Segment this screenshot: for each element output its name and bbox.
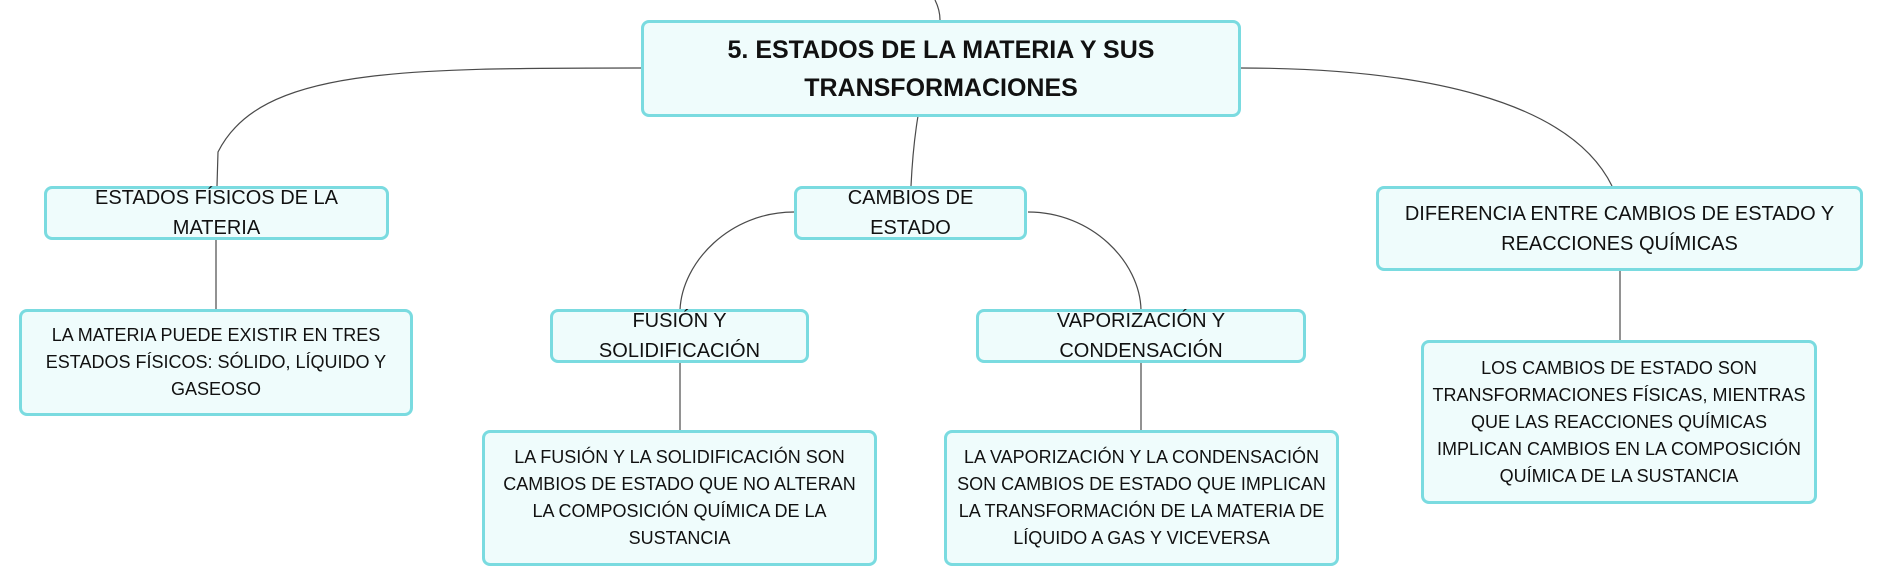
topic-states-label: ESTADOS FÍSICOS DE LA MATERIA — [94, 187, 339, 239]
sub-vaporization-label: VAPORIZACIÓN Y CONDENSACIÓN — [1056, 310, 1226, 362]
connector-root-to-changes — [910, 115, 919, 187]
sub-fusion-node[interactable]: FUSIÓN Y SOLIDIFICACIÓN — [550, 309, 809, 363]
detail-difference-text: LOS CAMBIOS DE ESTADO SON TRANSFORMACION… — [1432, 357, 1806, 486]
connector-root-to-states — [216, 67, 643, 187]
connector-changes-to-fusion — [679, 211, 795, 311]
detail-states-text: LA MATERIA PUEDE EXISTIR EN TRES ESTADOS… — [45, 325, 387, 399]
detail-difference-node[interactable]: LOS CAMBIOS DE ESTADO SON TRANSFORMACION… — [1421, 340, 1817, 504]
connector-to-parent-offscreen — [934, 0, 941, 21]
detail-vaporization-node[interactable]: LA VAPORIZACIÓN Y LA CONDENSACIÓN SON CA… — [944, 430, 1339, 566]
root-node[interactable]: 5. ESTADOS DE LA MATERIA Y SUS TRANSFORM… — [641, 20, 1241, 117]
topic-difference-label: DIFERENCIA ENTRE CAMBIOS DE ESTADO Y REA… — [1404, 202, 1835, 255]
detail-fusion-node[interactable]: LA FUSIÓN Y LA SOLIDIFICACIÓN SON CAMBIO… — [482, 430, 877, 566]
topic-states-node[interactable]: ESTADOS FÍSICOS DE LA MATERIA — [44, 186, 389, 240]
sub-fusion-label: FUSIÓN Y SOLIDIFICACIÓN — [598, 310, 761, 362]
topic-changes-label: CAMBIOS DE ESTADO — [847, 187, 974, 239]
root-node-label: 5. ESTADOS DE LA MATERIA Y SUS TRANSFORM… — [727, 35, 1155, 102]
detail-vaporization-text: LA VAPORIZACIÓN Y LA CONDENSACIÓN SON CA… — [957, 447, 1326, 548]
connector-root-to-difference — [1239, 67, 1613, 187]
topic-changes-node[interactable]: CAMBIOS DE ESTADO — [794, 186, 1027, 240]
sub-vaporization-node[interactable]: VAPORIZACIÓN Y CONDENSACIÓN — [976, 309, 1306, 363]
topic-difference-node[interactable]: DIFERENCIA ENTRE CAMBIOS DE ESTADO Y REA… — [1376, 186, 1863, 271]
connector-changes-to-vaporization — [1027, 211, 1142, 311]
detail-states-node[interactable]: LA MATERIA PUEDE EXISTIR EN TRES ESTADOS… — [19, 309, 413, 416]
detail-fusion-text: LA FUSIÓN Y LA SOLIDIFICACIÓN SON CAMBIO… — [503, 447, 856, 548]
